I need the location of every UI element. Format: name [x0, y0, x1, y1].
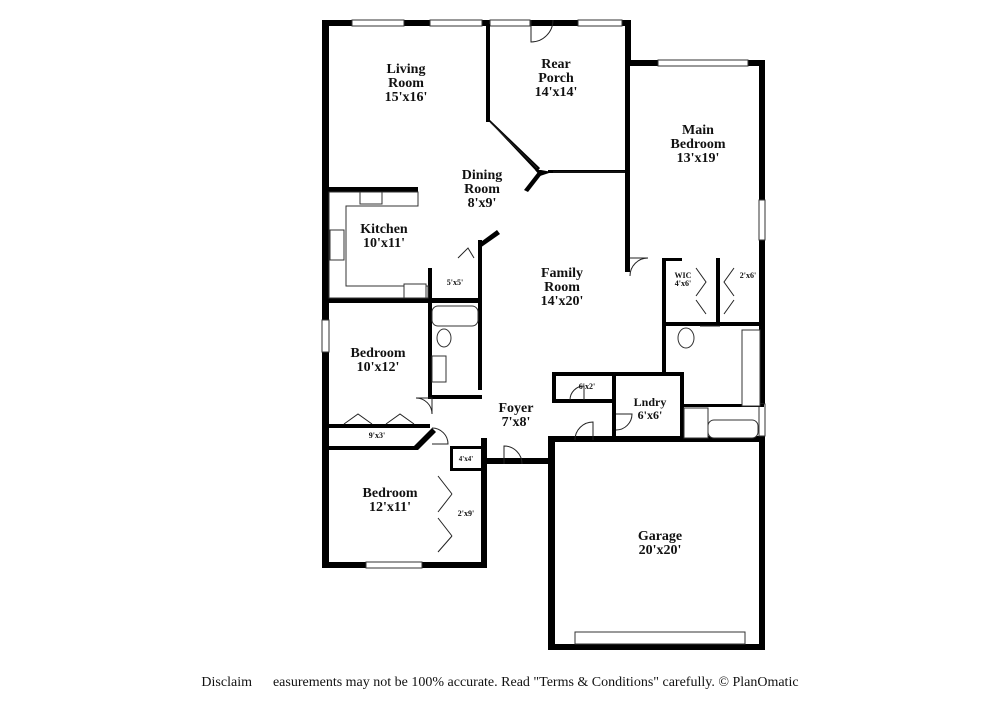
double-vanity-icon	[741, 329, 761, 407]
family-room-size: 14'x20'	[541, 294, 584, 309]
main-bedroom-label-2: Bedroom	[671, 137, 726, 152]
bathtub-icon	[431, 305, 479, 327]
pantry-size: 5'x5'	[447, 278, 463, 287]
disclaimer-text: Disclaim easurements may not be 100% acc…	[201, 675, 799, 690]
vanity-sink-icon	[431, 355, 447, 383]
master-tub-icon	[707, 419, 759, 439]
family-room-label-1: Family	[541, 266, 583, 281]
shower-icon	[683, 407, 709, 439]
exterior-walls	[322, 20, 765, 650]
rear-porch-label-2: Porch	[538, 71, 574, 86]
living-room-size: 15'x16'	[385, 90, 428, 105]
foyer-size: 7'x8'	[502, 415, 531, 430]
closet-6x2-size: 6'x2'	[579, 382, 595, 391]
kitchen-label: Kitchen	[360, 222, 408, 237]
stove-icon	[329, 229, 345, 261]
room-labels: Living Room 15'x16' Rear Porch 14'x14' M…	[351, 57, 757, 558]
foyer-label: Foyer	[499, 401, 534, 416]
garage-size: 20'x20'	[639, 543, 682, 558]
wic-label: WIC	[675, 271, 692, 280]
rear-porch-size: 14'x14'	[535, 85, 578, 100]
windows	[321, 19, 766, 645]
main-bedroom-size: 13'x19'	[677, 151, 720, 166]
master-toilet-icon	[677, 327, 695, 349]
bedroom-2-label: Bedroom	[351, 346, 406, 361]
toilet-icon	[436, 328, 452, 348]
wic-size: 4'x6'	[675, 279, 691, 288]
dining-room-label-2: Room	[464, 182, 500, 197]
fixtures	[328, 191, 761, 439]
bedroom-3-size: 12'x11'	[369, 500, 411, 515]
dining-room-label-1: Dining	[462, 168, 502, 183]
main-bedroom-label-1: Main	[682, 123, 714, 138]
living-room-label-1: Living	[387, 62, 426, 77]
garage-label: Garage	[638, 529, 682, 544]
dining-room-size: 8'x9'	[468, 196, 497, 211]
closet-9x3-size: 9'x3'	[369, 431, 385, 440]
bedroom-3-label: Bedroom	[363, 486, 418, 501]
closet-4x4-size: 4'x4'	[459, 455, 473, 463]
rear-porch-label-1: Rear	[541, 57, 571, 72]
laundry-label: Lndry	[634, 395, 667, 409]
kitchen-size: 10'x11'	[363, 236, 405, 251]
living-room-label-2: Room	[388, 76, 424, 91]
family-room-label-2: Room	[544, 280, 580, 295]
kitchen-sink-icon	[359, 191, 383, 205]
closet-2x9-size: 2'x9'	[458, 509, 474, 518]
closet-2x6-size: 2'x6'	[740, 271, 756, 280]
doors	[343, 19, 735, 553]
laundry-size: 6'x6'	[638, 408, 663, 422]
bedroom-2-size: 10'x12'	[357, 360, 400, 375]
